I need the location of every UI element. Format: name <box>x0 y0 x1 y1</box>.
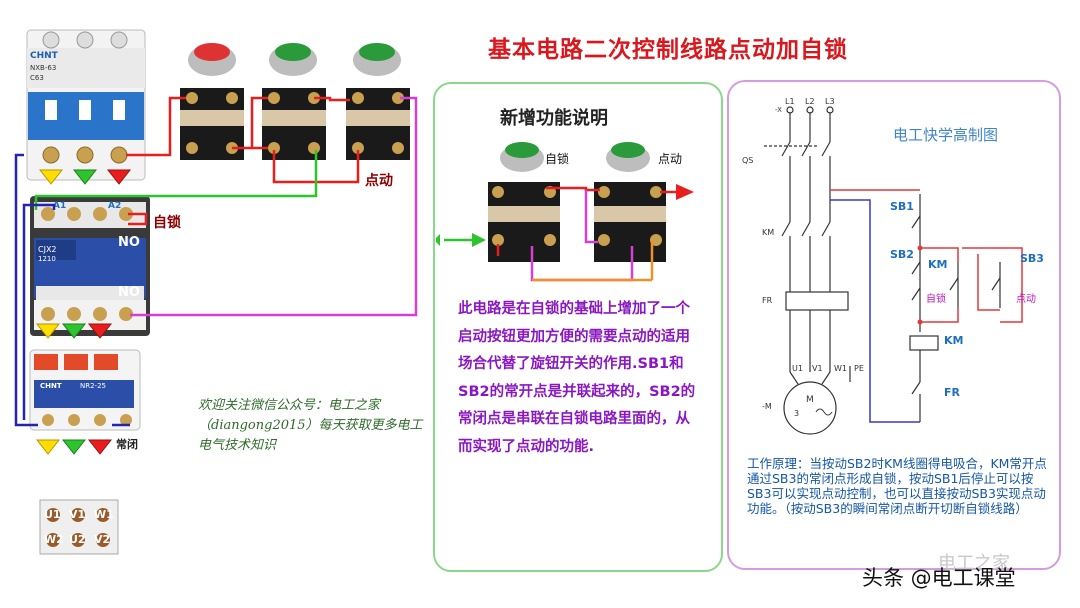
terminal-u1: U1 <box>44 508 61 521</box>
schematic-panel <box>727 80 1061 570</box>
breaker-rating: C63 <box>30 74 44 82</box>
contactor-rating: 1210 <box>38 255 56 263</box>
label-pe: PE <box>854 364 864 373</box>
terminal-v2: V2 <box>94 533 111 546</box>
label-sb2: SB2 <box>890 248 914 261</box>
function-panel-title: 新增功能说明 <box>500 108 608 129</box>
label-x: -X <box>775 106 782 114</box>
footer-attribution: 头条 @电工课堂 <box>862 566 1016 590</box>
page-title: 基本电路二次控制线路点动加自锁 <box>488 37 848 63</box>
mid-jog-label: 点动 <box>658 152 683 166</box>
label-sb3: SB3 <box>1020 252 1044 265</box>
label-motor-m: -M <box>762 402 772 411</box>
push-button-green-1 <box>262 43 326 160</box>
watermark: 电工之家 <box>938 553 1010 574</box>
working-principle: 工作原理：当按动SB2时KM线圈得电吸合，KM常开点通过SB3的常闭点形成自锁，… <box>747 456 1047 516</box>
wiring-diagram-left: CHNT NXB-63 C63 CJX2 1210 NO NO A1 A2 <box>14 29 418 555</box>
label-w1: W1 <box>834 364 847 373</box>
terminal-w2: W2 <box>44 533 64 546</box>
motor-center-label: M <box>806 395 814 405</box>
label-sb1: SB1 <box>890 200 914 213</box>
label-fr-main: FR <box>762 296 773 305</box>
terminal-u2: U2 <box>69 533 86 546</box>
label-qs: QS <box>742 156 754 165</box>
nc-label: 常闭 <box>116 438 138 451</box>
a1-label: A1 <box>53 201 66 211</box>
push-button-red <box>180 43 244 160</box>
label-l1: L1 <box>785 97 795 106</box>
label-km-coil: KM <box>944 334 964 347</box>
motor-terminal-block <box>39 499 119 555</box>
button-detail-diagram <box>436 142 694 282</box>
selflock-label-left: 自锁 <box>153 215 181 231</box>
motor-phase-label: 3 <box>794 409 799 418</box>
function-explanation-panel <box>433 82 723 572</box>
contactor <box>30 196 150 336</box>
function-description: 此电路是在自锁的基础上增加了一个启动按钮更加方便的需要点动的适用场合代替了旋钮开… <box>458 301 696 455</box>
label-v1: V1 <box>812 364 823 373</box>
wechat-note: 欢迎关注微信公众号：电工之家（diangong2015）每天获取更多电工电气技术… <box>198 398 423 453</box>
label-fr-control: FR <box>944 386 960 399</box>
label-jog-schematic: 点动 <box>1016 294 1036 305</box>
breaker-model: NXB-63 <box>30 64 56 72</box>
terminal-w1: W1 <box>94 508 114 521</box>
a2-label: A2 <box>108 201 121 211</box>
jog-label-left: 点动 <box>365 173 393 189</box>
label-l2: L2 <box>805 97 815 106</box>
label-km-main: KM <box>762 228 775 237</box>
circuit-breaker <box>26 29 146 181</box>
label-l3: L3 <box>825 97 835 106</box>
mid-selflock-label: 自锁 <box>545 152 570 166</box>
contactor-model: CJX2 <box>38 245 57 254</box>
schematic-title: 电工快学高制图 <box>893 126 999 144</box>
no-label-2: NO <box>118 285 140 300</box>
label-selflock-schematic: 自锁 <box>926 294 946 305</box>
breaker-brand: CHNT <box>30 51 59 61</box>
relay-model: NR2-25 <box>80 382 106 390</box>
push-button-green-2 <box>346 43 410 160</box>
relay-brand: CHNT <box>40 382 62 390</box>
terminal-v1: V1 <box>69 508 86 521</box>
schematic-diagram: M 3 <box>764 106 1023 435</box>
thermal-relay <box>29 349 141 431</box>
label-u1: U1 <box>792 364 803 373</box>
no-label-1: NO <box>118 235 140 250</box>
label-km-control: KM <box>928 258 948 271</box>
